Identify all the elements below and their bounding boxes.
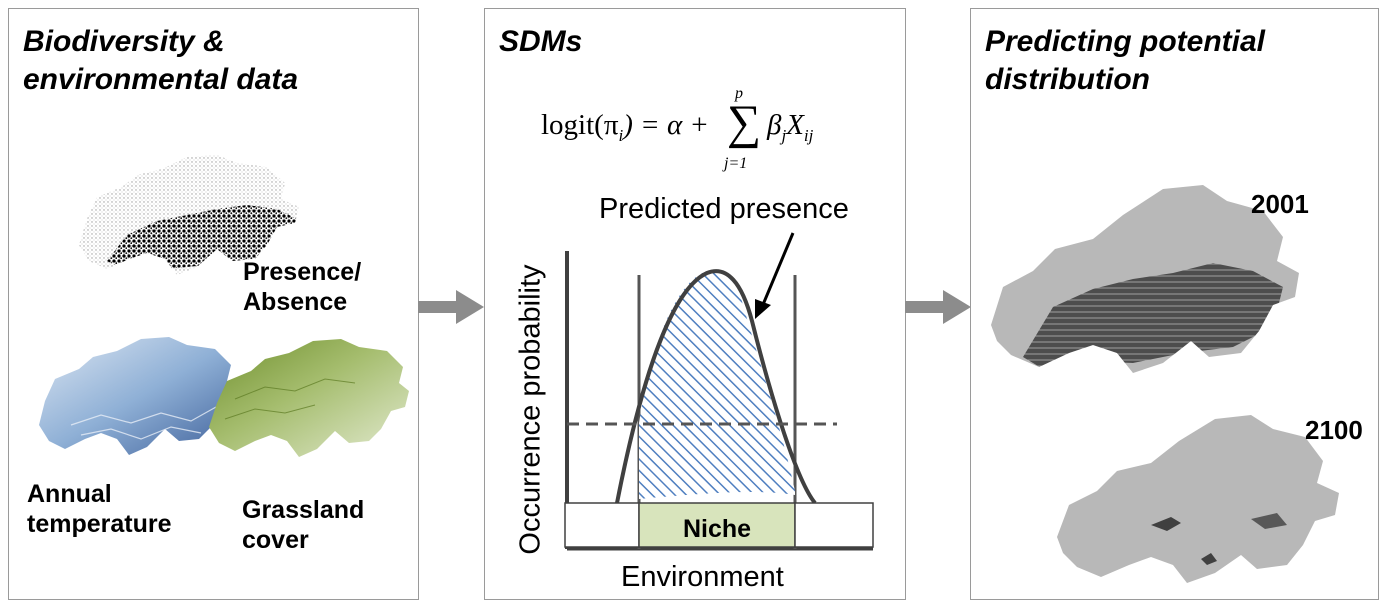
panel-title-sdms: SDMs bbox=[499, 25, 583, 58]
niche-label: Niche bbox=[682, 515, 752, 543]
pointer-line bbox=[760, 232, 795, 308]
occurrence-curve bbox=[615, 269, 817, 505]
grassland-cover-label: Grassland cover bbox=[242, 496, 365, 554]
arrow-right-icon bbox=[418, 290, 484, 324]
grassland-cover-map bbox=[209, 339, 409, 457]
switzerland-map-icon bbox=[39, 337, 241, 455]
arrow-right-icon bbox=[905, 290, 971, 324]
panel-prediction: Predicting potential distribution 2001 bbox=[970, 8, 1379, 600]
panel-title-prediction: Predicting potential distribution bbox=[985, 25, 1266, 96]
year-2100-label: 2100 bbox=[1305, 415, 1363, 445]
environment-label: Environment bbox=[621, 561, 784, 593]
predicted-presence-label: Predicted presence bbox=[599, 193, 849, 225]
year-2001-label: 2001 bbox=[1251, 189, 1309, 219]
pointer-arrow-icon bbox=[755, 299, 771, 319]
presence-absence-label: Presence/ Absence bbox=[243, 258, 362, 316]
map-2100 bbox=[1057, 415, 1339, 583]
panel-title-data: Biodiversity & environmental data bbox=[23, 25, 299, 96]
niche-box-left bbox=[564, 502, 640, 548]
panel-sdms: SDMs logit(πi) = α + p ∑ j=1 βjXij Predi… bbox=[484, 8, 906, 600]
panel-biodiversity-data: Biodiversity & environmental data Presen… bbox=[8, 8, 419, 600]
annual-temperature-map bbox=[39, 337, 241, 455]
presence-absence-map bbox=[79, 155, 299, 275]
annual-temperature-label: Annual temperature bbox=[27, 480, 172, 538]
logit-equation: logit(πi) = α + p ∑ j=1 βjXij bbox=[541, 85, 814, 172]
niche-box-right bbox=[794, 502, 874, 548]
niche-curve-diagram bbox=[564, 232, 874, 551]
occurrence-probability-label: Occurrence probability bbox=[514, 264, 547, 555]
predicted-presence-area bbox=[639, 270, 795, 499]
map-2001 bbox=[991, 185, 1299, 373]
